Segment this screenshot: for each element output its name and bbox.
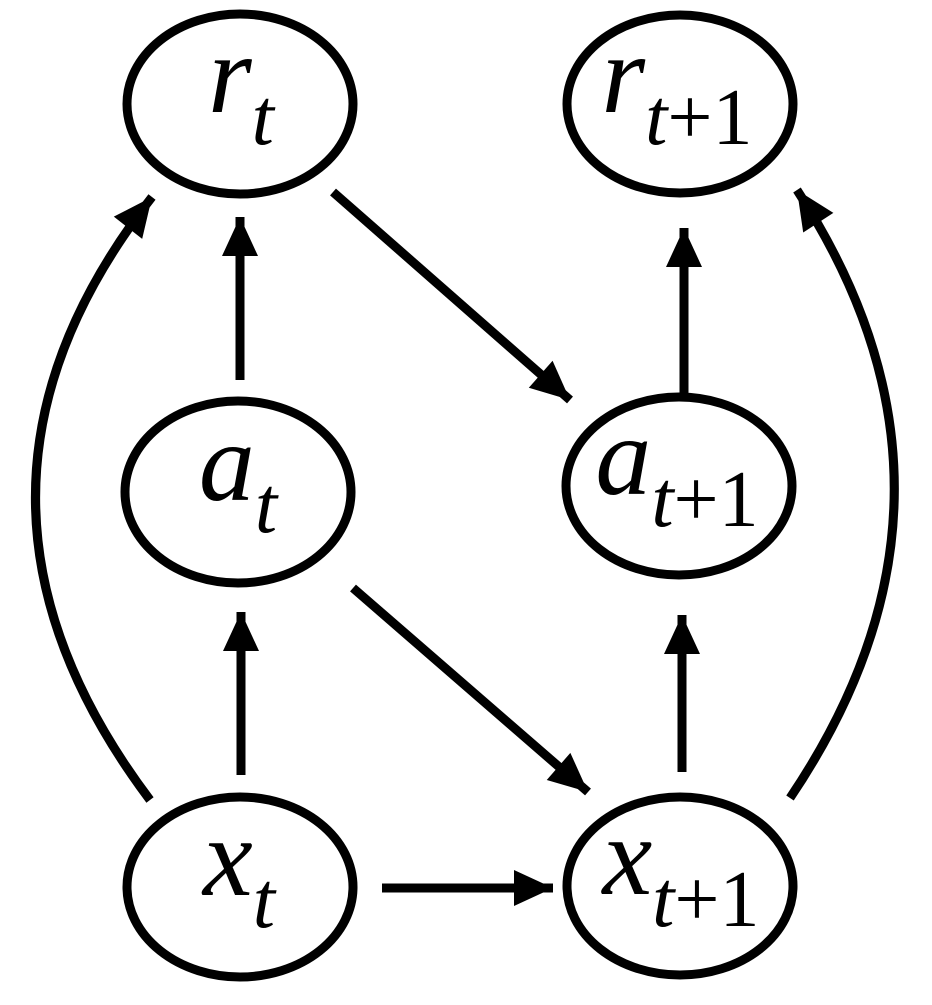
label-sub: t — [253, 857, 277, 945]
edge-xt-to-rt-curve — [31, 194, 156, 803]
label-sub: t — [252, 74, 276, 162]
label-sub-rest: +1 — [674, 456, 759, 544]
label-main: r — [208, 13, 252, 137]
label-main: a — [595, 395, 651, 519]
node-a-t-ellipse — [120, 396, 356, 588]
label-main: x — [201, 796, 253, 920]
node-r-t: rt — [122, 9, 358, 199]
node-x-t-label: xt — [201, 796, 277, 945]
label-sub: t — [645, 74, 669, 162]
label-main: r — [602, 13, 646, 137]
node-r-t-ellipse — [122, 9, 358, 199]
label-main: a — [199, 401, 255, 525]
node-x-t1-label: xt+1 — [600, 795, 759, 944]
node-a-t1: at+1 — [561, 392, 797, 580]
label-sub: t — [651, 456, 675, 544]
edge-xt1-to-rt1-curve — [786, 187, 899, 801]
node-x-t1: xt+1 — [562, 792, 798, 980]
node-x-t: xt — [122, 792, 358, 982]
edge-rt-to-at1 — [330, 188, 573, 404]
node-r-t1-ellipse — [562, 10, 798, 198]
node-a-t: at — [120, 396, 356, 588]
label-sub: t — [652, 856, 676, 944]
label-sub-rest: +1 — [674, 856, 759, 944]
node-a-t1-ellipse — [561, 392, 797, 580]
node-x-t1-ellipse — [562, 792, 798, 980]
label-sub-rest: +1 — [667, 74, 752, 162]
node-x-t-ellipse — [122, 792, 358, 982]
node-r-t-label: rt — [208, 13, 276, 162]
node-a-t-label: at — [199, 401, 279, 550]
node-r-t1: rt+1 — [562, 10, 798, 198]
edge-at-to-xt1 — [350, 584, 591, 796]
label-sub: t — [255, 462, 279, 550]
nodes-group: rt rt+1 at at+1 xt xt+1 — [120, 9, 798, 982]
label-main: x — [600, 795, 652, 919]
edges-group — [31, 187, 899, 906]
node-r-t1-label: rt+1 — [602, 13, 753, 162]
node-a-t1-label: at+1 — [595, 395, 758, 544]
